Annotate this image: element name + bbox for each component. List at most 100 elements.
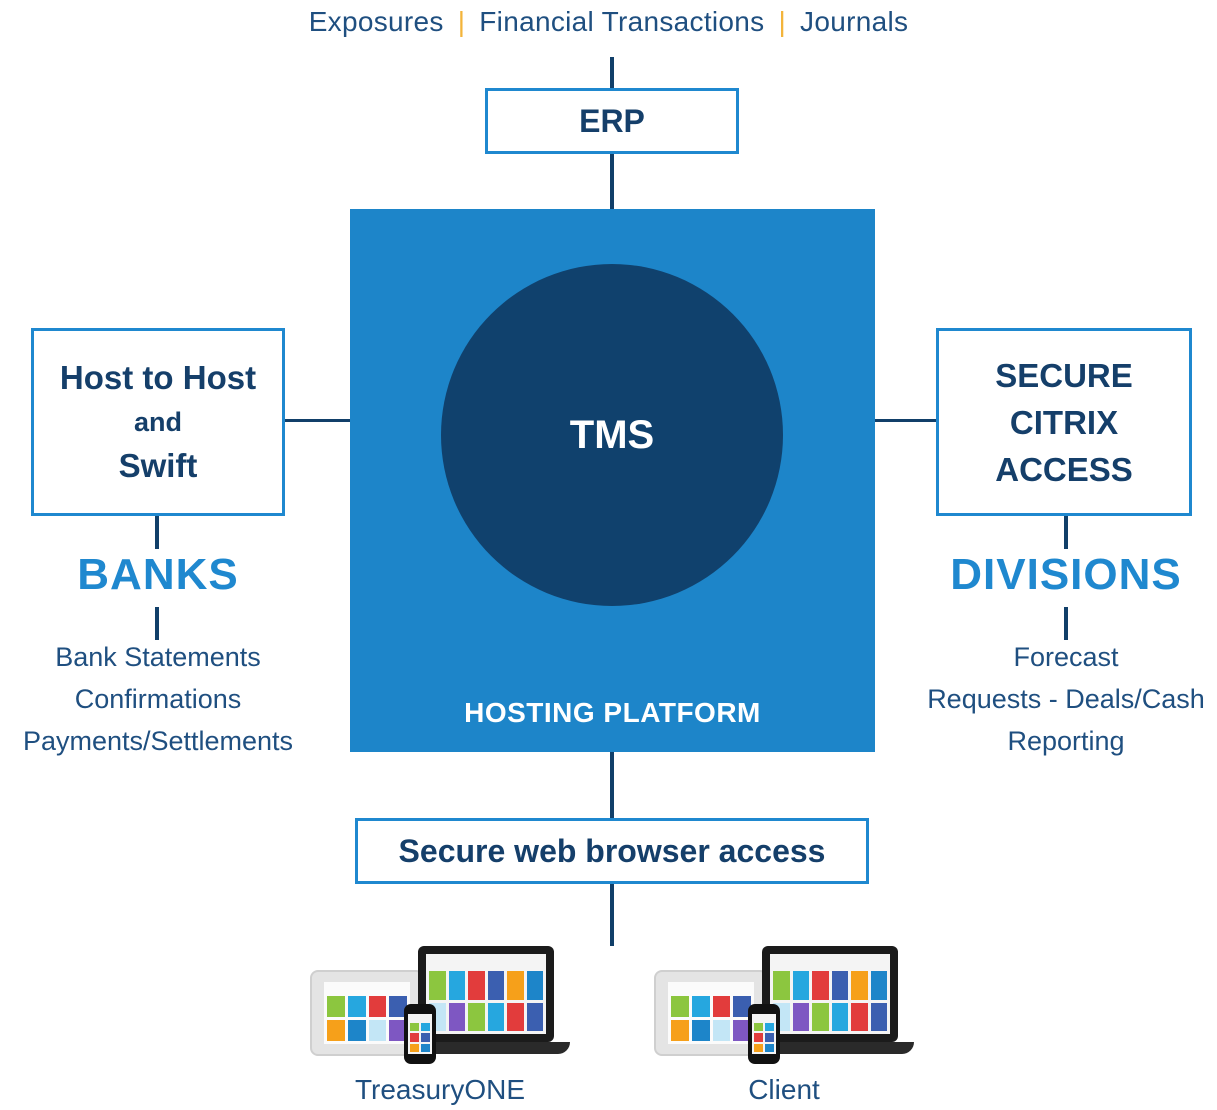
screen-tile — [448, 971, 465, 1000]
screen-tile — [712, 996, 731, 1017]
screen-tile — [773, 971, 790, 1000]
hosting-platform: TMS HOSTING PLATFORM — [350, 209, 875, 752]
screen-tile — [851, 971, 868, 1000]
list-item: Requests - Deals/Cash — [927, 684, 1205, 714]
screen-tile — [468, 971, 485, 1000]
screen-tile — [812, 1002, 829, 1031]
divisions-list: Forecast Requests - Deals/Cash Reporting — [916, 636, 1216, 762]
screen-tile — [691, 996, 710, 1017]
screen-tile — [389, 996, 407, 1017]
screen-tile — [429, 971, 446, 1000]
screen-tile — [754, 1043, 763, 1052]
screen-tile — [327, 1020, 345, 1041]
citrix-line3: ACCESS — [995, 450, 1133, 488]
caption-client: Client — [748, 1074, 820, 1105]
list-item: Payments/Settlements — [22, 726, 294, 756]
caption-treasuryone: TreasuryONE — [354, 1074, 526, 1105]
screen-tile — [368, 996, 387, 1017]
citrix-access-box: SECURE CITRIX ACCESS — [936, 328, 1192, 516]
citrix-line1: SECURE — [995, 356, 1133, 394]
screen-tile — [421, 1023, 430, 1032]
erp-data-items: Exposures | Financial Transactions | Journal… — [0, 6, 1217, 38]
laptop-icon — [418, 946, 554, 1042]
screen-tile — [733, 996, 751, 1017]
list-item: Confirmations — [74, 684, 242, 714]
laptop-screen — [426, 954, 546, 1034]
host-to-host-box: Host to Host and Swift — [31, 328, 285, 516]
screen-tile — [754, 1023, 763, 1032]
screen-tile — [507, 971, 524, 1000]
connector-left-box-platform — [284, 419, 350, 422]
tms-circle: TMS — [441, 264, 783, 606]
screen-tile — [468, 1002, 485, 1031]
phone-icon — [404, 1004, 436, 1064]
screen-tile — [487, 971, 504, 1000]
connector-right-box-divisions — [1064, 516, 1068, 549]
screen-tile — [526, 1002, 543, 1031]
secure-browser-box: Secure web browser access — [355, 818, 869, 884]
banks-title: BANKS — [77, 550, 239, 599]
laptop-base — [750, 1042, 914, 1054]
screen-tile — [347, 996, 366, 1017]
connector-divisions-list — [1064, 607, 1068, 640]
screen-tile — [870, 971, 887, 1000]
screen-tile — [671, 1020, 689, 1041]
separator: | — [778, 6, 787, 37]
screen-tile — [691, 1020, 710, 1041]
connector-platform-browser — [610, 752, 614, 818]
phone-icon — [748, 1004, 780, 1064]
screen-tile — [526, 971, 543, 1000]
connector-right-box-platform — [875, 419, 938, 422]
screen-tile — [831, 971, 848, 1000]
screen-tile — [765, 1033, 774, 1042]
tablet-screen — [668, 982, 754, 1044]
screen-tile — [870, 1002, 887, 1031]
screen-tile — [831, 1002, 848, 1031]
tablet-icon — [654, 970, 768, 1056]
device-group-client — [654, 946, 916, 1066]
top-item-exposures: Exposures — [308, 6, 444, 37]
screen-tile — [851, 1002, 868, 1031]
screen-tile — [368, 1020, 387, 1041]
screen-tile — [671, 996, 689, 1017]
list-item: Bank Statements — [55, 642, 261, 672]
screen-tile — [421, 1033, 430, 1042]
screen-tile — [487, 1002, 504, 1031]
device-group-treasuryone — [310, 946, 572, 1066]
screen-tile — [410, 1043, 419, 1052]
connector-browser-devices — [610, 884, 614, 946]
host-to-host-line2: and — [133, 407, 182, 437]
laptop-icon — [762, 946, 898, 1042]
separator: | — [457, 6, 466, 37]
tablet-screen — [324, 982, 410, 1044]
connector-top-erp — [610, 57, 614, 88]
divisions-title: DIVISIONS — [950, 550, 1182, 599]
phone-screen — [752, 1014, 776, 1054]
top-item-journals: Journals — [800, 6, 909, 37]
screen-tile — [347, 1020, 366, 1041]
tms-label: TMS — [569, 412, 655, 457]
erp-box: ERP — [485, 88, 739, 154]
banks-list: Bank Statements Confirmations Payments/S… — [0, 636, 316, 762]
screen-tile — [507, 1002, 524, 1031]
phone-screen — [408, 1014, 432, 1054]
screen-tile — [448, 1002, 465, 1031]
screen-tile — [410, 1033, 419, 1042]
screen-tile — [765, 1023, 774, 1032]
screen-tile — [389, 1020, 407, 1041]
screen-tile — [410, 1023, 419, 1032]
laptop-base — [406, 1042, 570, 1054]
screen-tile — [812, 971, 829, 1000]
citrix-line2: CITRIX — [1009, 403, 1119, 441]
screen-tile — [712, 1020, 731, 1041]
host-to-host-line3: Swift — [118, 447, 198, 484]
top-item-financial-transactions: Financial Transactions — [479, 6, 765, 37]
connector-erp-platform — [610, 153, 614, 209]
host-to-host-line1: Host to Host — [59, 359, 257, 396]
screen-tile — [792, 971, 809, 1000]
screen-tile — [421, 1043, 430, 1052]
laptop-screen — [770, 954, 890, 1034]
screen-tile — [327, 996, 345, 1017]
erp-label: ERP — [579, 102, 645, 139]
screen-tile — [792, 1002, 809, 1031]
